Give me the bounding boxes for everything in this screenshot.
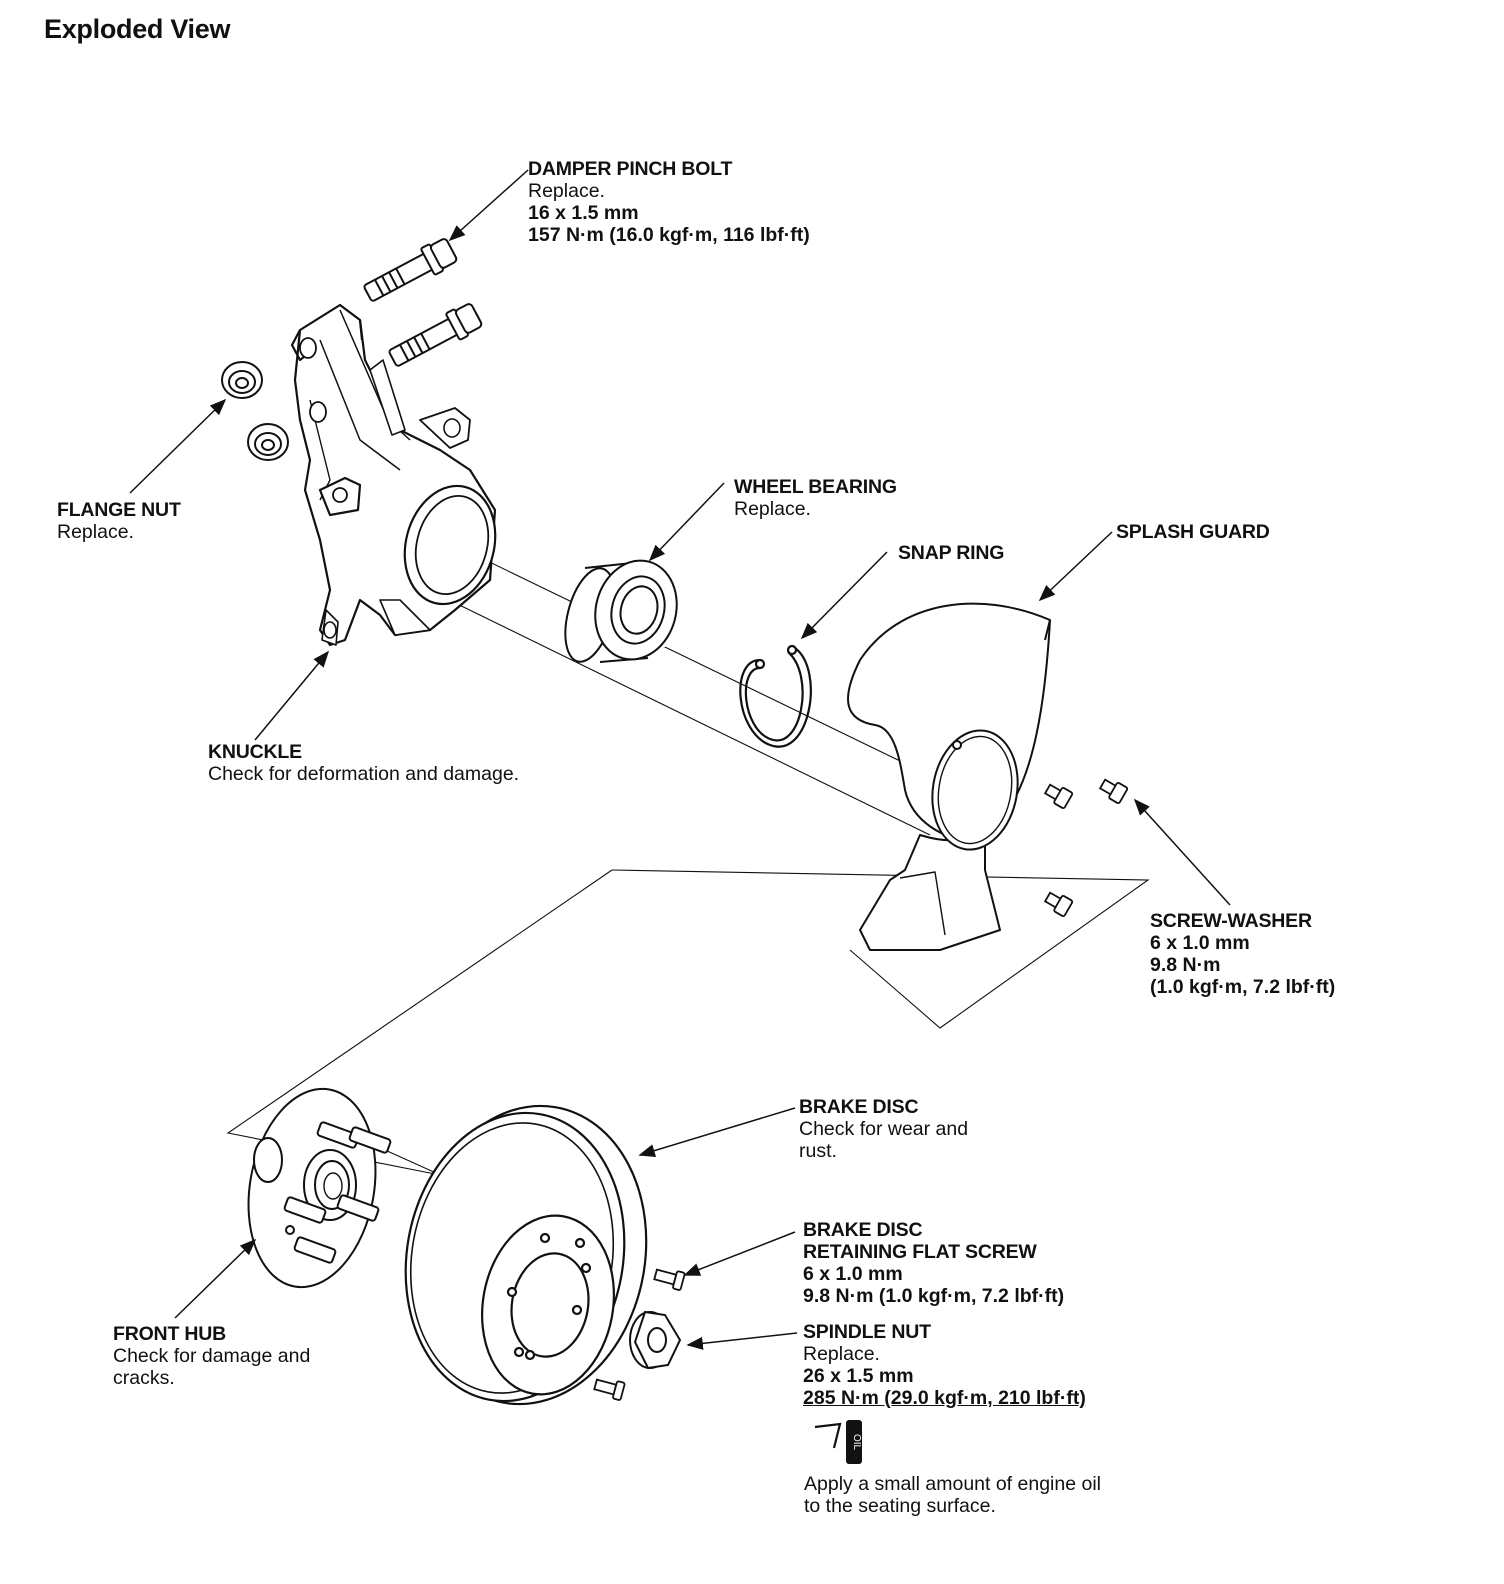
callout-knuckle: KNUCKLE Check for deformation and damage… — [208, 741, 519, 785]
front-hub-note: Check for damage and — [113, 1345, 311, 1367]
screw-washer-size: 6 x 1.0 mm — [1150, 932, 1250, 954]
callout-flange-nut: FLANGE NUT Replace. — [57, 499, 181, 543]
snap-ring-label: SNAP RING — [898, 542, 1005, 564]
knuckle-note: Check for deformation and damage. — [208, 763, 520, 785]
screw-washer-torque-alt: (1.0 kgf·m, 7.2 lbf·ft) — [1150, 976, 1336, 998]
callout-retaining-flat-screw: BRAKE DISC RETAINING FLAT SCREW 6 x 1.0 … — [803, 1219, 1064, 1307]
callout-brake-disc: BRAKE DISC Check for wear and rust. — [799, 1096, 968, 1162]
damper-pinch-bolt-label: DAMPER PINCH BOLT — [528, 158, 733, 180]
spindle-nut-size: 26 x 1.5 mm — [803, 1365, 914, 1387]
spindle-nut-note: Replace. — [803, 1343, 880, 1365]
wheel-bearing-drawing — [564, 559, 680, 665]
page-title: Exploded View — [44, 14, 231, 44]
brake-disc-label: BRAKE DISC — [799, 1096, 919, 1118]
damper-pinch-bolt-note: Replace. — [528, 180, 605, 202]
spindle-nut-drawing — [629, 1310, 682, 1370]
flange-nut-note: Replace. — [57, 521, 134, 543]
splash-guard-drawing — [847, 602, 1051, 951]
leader-arrows — [129, 169, 1231, 1350]
oil-badge-text: OIL — [851, 1434, 862, 1451]
wheel-bearing-note: Replace. — [734, 498, 811, 520]
front-hub-note-cont: cracks. — [113, 1367, 175, 1389]
callout-wheel-bearing: WHEEL BEARING Replace. — [734, 476, 897, 520]
snap-ring-drawing — [739, 644, 812, 748]
flange-nut-label: FLANGE NUT — [57, 499, 181, 521]
wheel-bearing-label: WHEEL BEARING — [734, 476, 897, 498]
screw-washer-label: SCREW-WASHER — [1150, 910, 1312, 932]
brake-disc-drawing — [404, 1104, 648, 1406]
screw-washer-torque: 9.8 N·m — [1150, 954, 1221, 976]
callout-spindle-nut: SPINDLE NUT Replace. 26 x 1.5 mm 285 N·m… — [803, 1321, 1086, 1409]
callout-screw-washer: SCREW-WASHER 6 x 1.0 mm 9.8 N·m (1.0 kgf… — [1150, 910, 1335, 998]
knuckle-drawing — [290, 303, 497, 647]
callout-front-hub: FRONT HUB Check for damage and cracks. — [113, 1323, 310, 1389]
callout-damper-pinch-bolt: DAMPER PINCH BOLT Replace. 16 x 1.5 mm 1… — [528, 158, 810, 246]
brake-disc-note-cont: rust. — [799, 1140, 837, 1162]
retaining-screw-label: BRAKE DISC — [803, 1219, 923, 1241]
knuckle-label: KNUCKLE — [208, 741, 302, 763]
callout-oil-note: Apply a small amount of engine oil to th… — [804, 1473, 1101, 1517]
brake-disc-note: Check for wear and — [799, 1118, 969, 1140]
callout-splash-guard: SPLASH GUARD — [1116, 521, 1270, 543]
front-hub-drawing — [247, 1087, 392, 1289]
oil-note: Apply a small amount of engine oil — [804, 1473, 1102, 1495]
callout-snap-ring: SNAP RING — [898, 542, 1004, 564]
retaining-flat-screw-drawing — [593, 1268, 686, 1401]
spindle-nut-torque: 285 N·m (29.0 kgf·m, 210 lbf·ft) — [803, 1387, 1086, 1409]
screw-washer-drawing — [1043, 778, 1129, 917]
flange-nut-drawing — [221, 361, 289, 461]
spindle-nut-label: SPINDLE NUT — [803, 1321, 931, 1343]
retaining-screw-size: 6 x 1.0 mm — [803, 1263, 903, 1285]
damper-pinch-bolt-torque: 157 N·m (16.0 kgf·m, 116 lbf·ft) — [528, 224, 810, 246]
splash-guard-label: SPLASH GUARD — [1116, 521, 1270, 543]
oil-application-icon: OIL — [814, 1420, 862, 1464]
retaining-screw-torque: 9.8 N·m (1.0 kgf·m, 7.2 lbf·ft) — [803, 1285, 1065, 1307]
front-hub-label: FRONT HUB — [113, 1323, 227, 1345]
damper-pinch-bolt-drawing — [363, 238, 483, 367]
retaining-screw-label-cont: RETAINING FLAT SCREW — [803, 1241, 1037, 1263]
damper-pinch-bolt-size: 16 x 1.5 mm — [528, 202, 639, 224]
oil-note-cont: to the seating surface. — [804, 1495, 996, 1517]
